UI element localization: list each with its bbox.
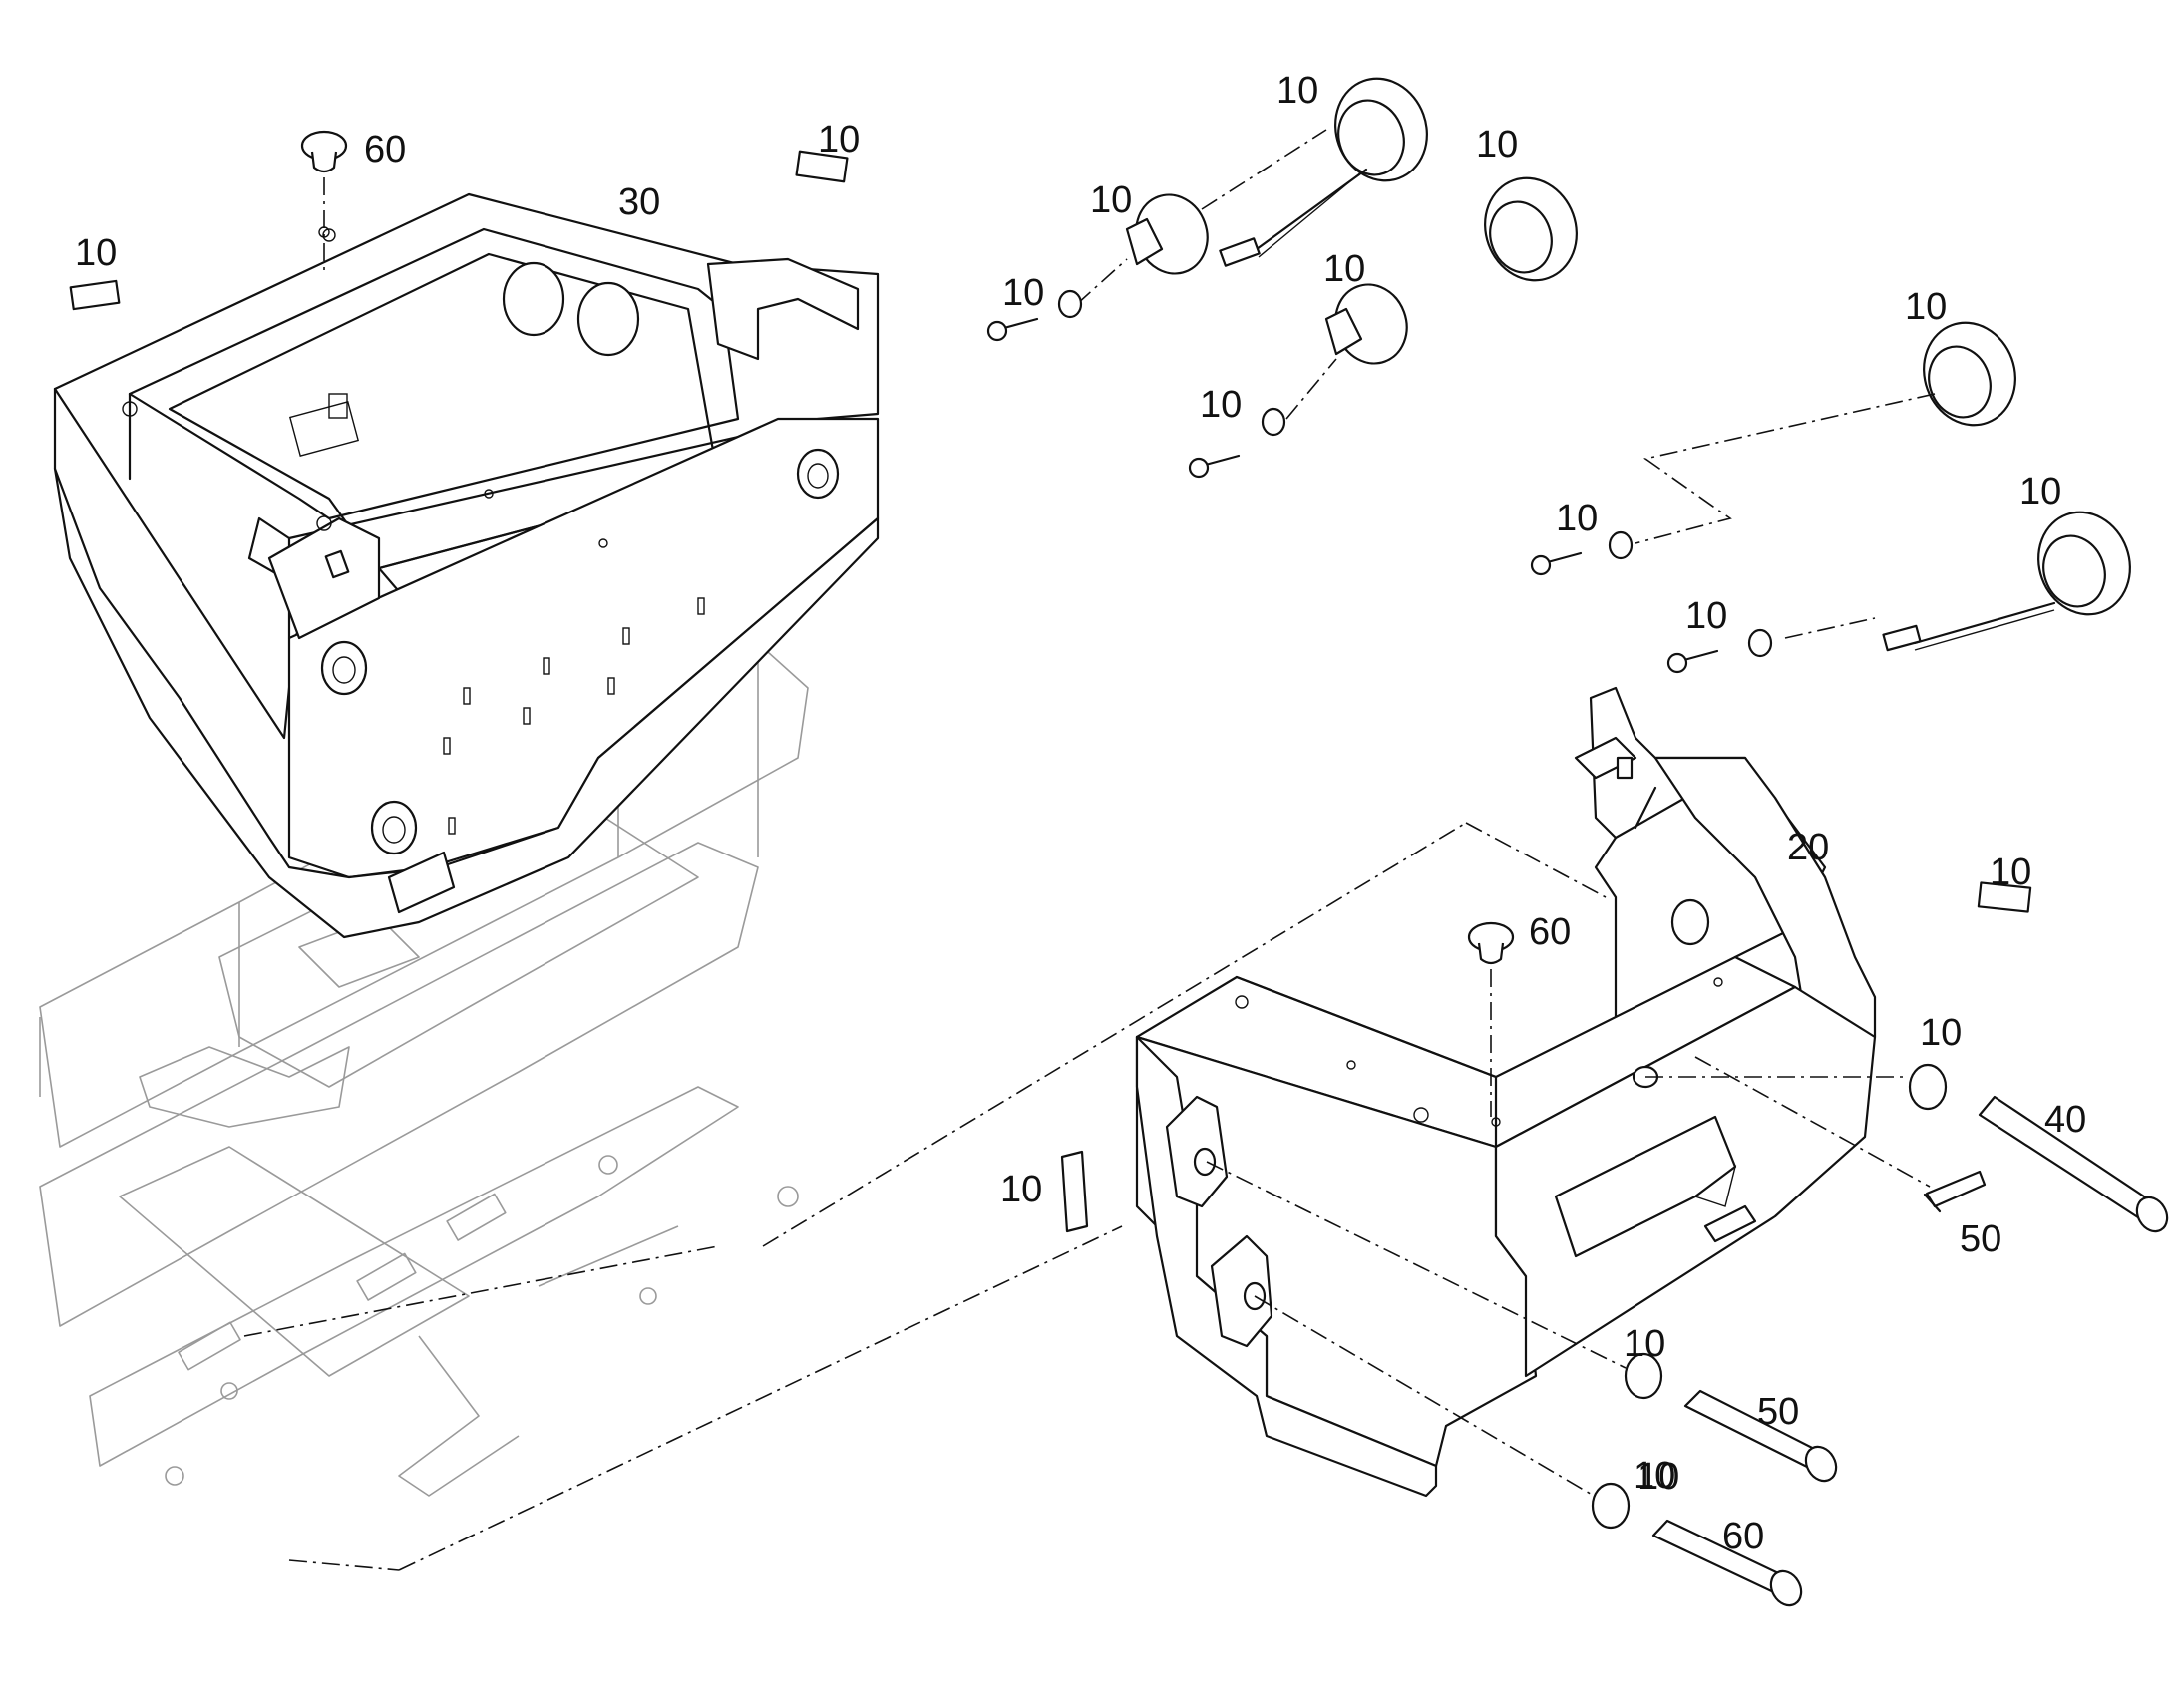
screw-washer-1	[986, 289, 1083, 342]
callout: 40	[2044, 1099, 2086, 1141]
label-plate-2	[795, 150, 849, 183]
label-plate-1	[69, 279, 121, 311]
lamp-bulb-2	[1285, 283, 1408, 420]
callouts: 60 10 10 30 10 10 10 10 10 10 10 10 10 1…	[75, 70, 2086, 1557]
lamp-assembly-top	[1201, 77, 1428, 267]
bolt-60	[1254, 1295, 1803, 1607]
bolt-50	[1206, 1161, 1838, 1483]
callout: 10	[1624, 1323, 1665, 1365]
callout: 50	[1757, 1391, 1799, 1433]
callout: 10	[1000, 1169, 1042, 1210]
screw-washer-3	[1530, 530, 1634, 576]
screw-washer-4	[1666, 628, 1773, 674]
callout: 50	[1960, 1218, 2001, 1260]
tag-50	[1923, 1170, 1987, 1213]
callout: 10	[1002, 272, 1044, 314]
tag-10	[1060, 1150, 1089, 1233]
callout: 10	[1476, 124, 1518, 166]
housing-30	[53, 192, 880, 939]
screw-washer-2	[1188, 407, 1286, 479]
callout: 10	[1323, 248, 1365, 290]
lamp-ring	[1484, 176, 1578, 282]
callout: 10	[1276, 70, 1318, 112]
callout: 60	[1722, 1516, 1764, 1557]
callout: 60	[364, 129, 406, 171]
plug-60-lower	[1467, 921, 1515, 1117]
callout: 10	[1090, 179, 1132, 221]
callout: 10	[1905, 286, 1947, 328]
label-plate-3	[1977, 881, 2032, 913]
lamp-right-1	[1635, 321, 2016, 544]
callout: 10	[1990, 852, 2031, 893]
callout: 10	[1637, 1456, 1679, 1498]
lamp-right-2	[1784, 511, 2131, 652]
callout: 10	[1920, 1012, 1962, 1054]
lamp-bulb-1	[1076, 193, 1209, 305]
callout: 30	[618, 181, 660, 223]
callout: 10	[2019, 471, 2061, 512]
callout: 60	[1529, 911, 1571, 953]
callout: 10	[1685, 595, 1727, 637]
callout: 10	[1200, 384, 1242, 426]
plug-60-top	[300, 130, 348, 274]
assembly-lines	[243, 822, 1931, 1571]
callout: 20	[1787, 827, 1829, 868]
callout: 10	[75, 232, 117, 274]
bolt-40	[1645, 1063, 2169, 1233]
frame-ghost	[39, 642, 809, 1497]
callout: 10	[1634, 1455, 1675, 1497]
callout: 10	[1556, 498, 1598, 539]
housing-20	[1135, 686, 1877, 1498]
callout: 10	[818, 119, 860, 161]
